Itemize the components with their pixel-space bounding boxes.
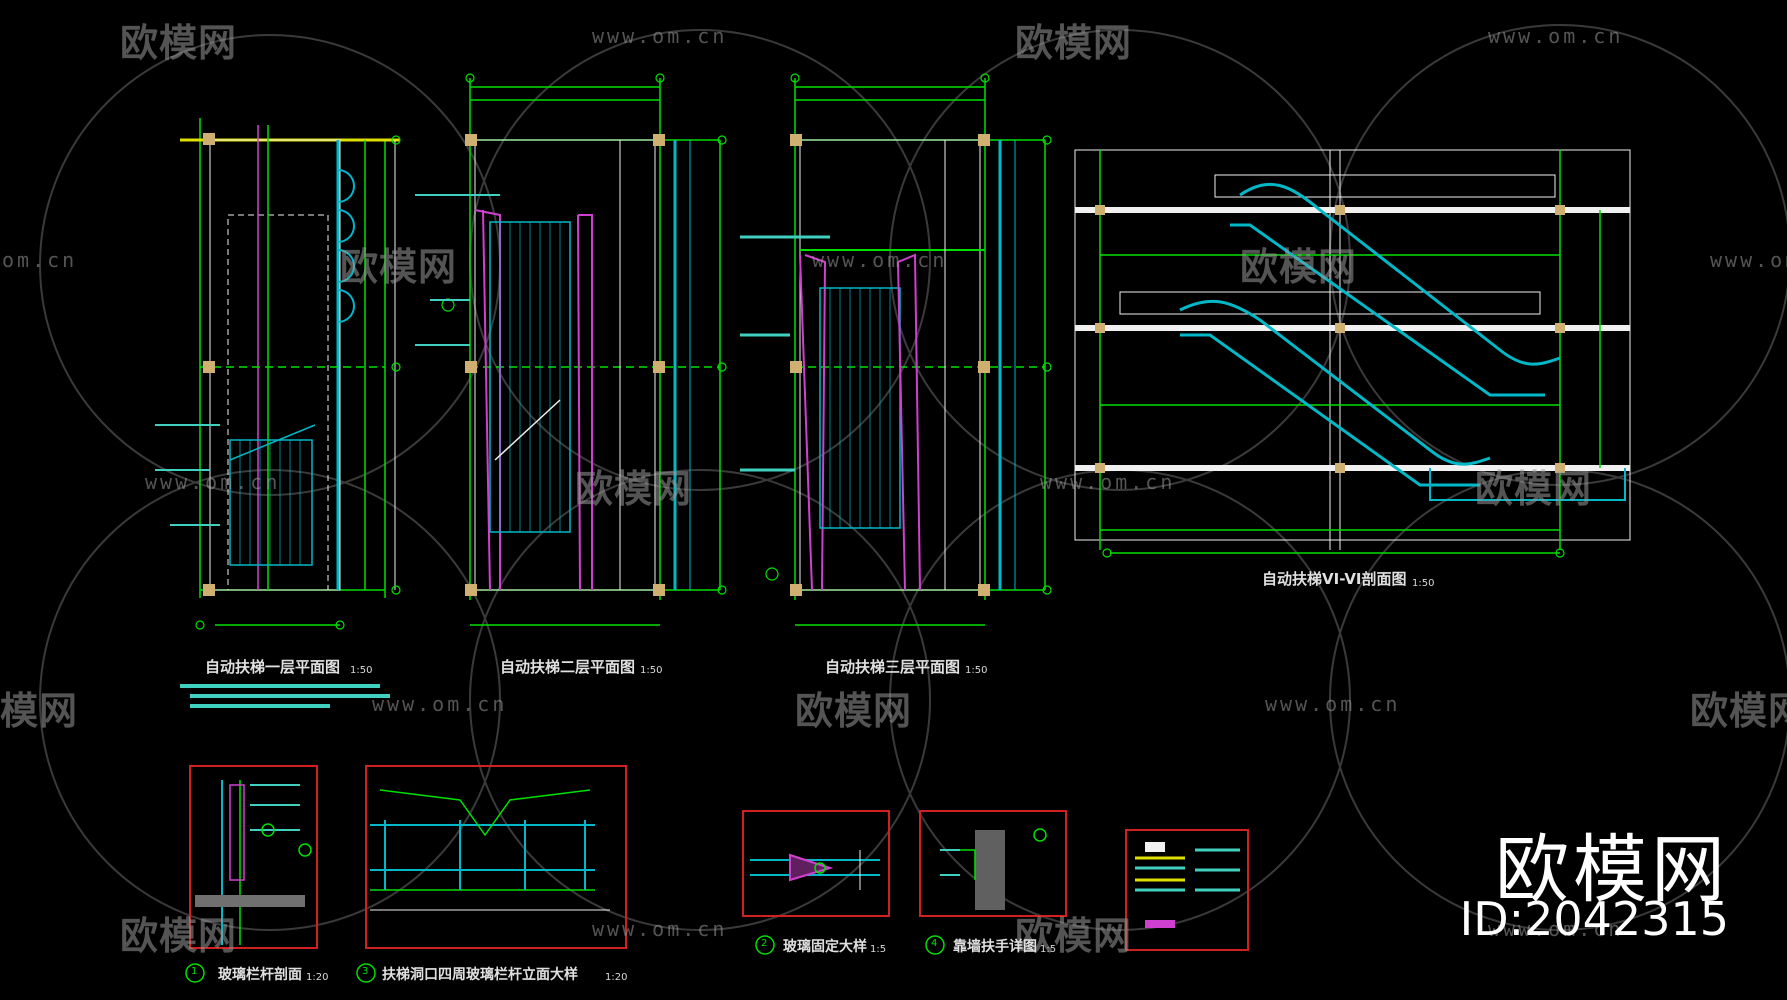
detail-1-number: 1 [191,966,198,977]
section-title: 自动扶梯VI-VI剖面图 [1262,570,1407,588]
section-drawing [1074,149,1631,558]
watermark-logo: 模网 [0,689,79,733]
watermark-url: om.cn [2,248,78,272]
detail-3-number: 2 [761,938,768,949]
watermark-url: www.om.cn [1040,470,1176,494]
section-scale: 1:50 [1412,578,1435,589]
detail-3-title: 玻璃固定大样 [783,939,867,955]
watermark-url: www.om.cn [1488,917,1624,941]
watermark-logo: 欧模网 [1015,21,1133,65]
watermark-logo: 欧模网 [1240,245,1358,289]
watermark-logo: 欧模网 [340,245,458,289]
watermark-url: www.om.cn [1265,692,1401,716]
watermark-logo: 欧模网 [795,689,913,733]
watermark-logo: 欧模网 [120,21,238,65]
detail-2-box [365,765,627,949]
plan-3-scale: 1:50 [965,665,988,676]
watermark-url: www.om.cn [1710,248,1787,272]
watermark-logo: 欧模网 [120,914,238,958]
watermark-url: www.om.cn [145,470,281,494]
detail-3-scale: 1:5 [870,944,887,955]
detail-2-scale: 1:20 [605,972,628,983]
plan-2-title: 自动扶梯二层平面图 [500,658,636,676]
watermark-logo: 欧模网 [575,467,693,511]
plan-3-drawing [740,73,1052,626]
detail-1-scale: 1:20 [306,972,329,983]
detail-2-title: 扶梯洞口四周玻璃栏杆立面大样 [382,967,578,983]
watermark-url: www.om.cn [812,248,948,272]
legend-box [1125,829,1249,951]
detail-1-title: 玻璃栏杆剖面 [218,967,302,983]
watermark-url: www.om.cn [1488,24,1624,48]
detail-2-number: 3 [362,966,369,977]
plan-1-drawing [155,118,401,708]
watermark-url: www.om.cn [372,692,508,716]
detail-3-box [742,810,890,917]
detail-4-title: 靠墙扶手详图 [953,939,1037,955]
plan-1-scale: 1:50 [350,665,373,676]
watermark-logo: 欧模网 [1015,914,1133,958]
detail-number-circles [185,935,945,983]
brand-id: ID:2042315 [1459,892,1729,946]
detail-1-box [189,765,318,949]
plan-3-title: 自动扶梯三层平面图 [825,658,961,676]
plan-2-drawing [415,73,727,626]
watermark-url: www.om.cn [592,24,728,48]
watermark-logo: 欧模网 [1690,689,1787,733]
plan-1-title: 自动扶梯一层平面图 [205,658,341,676]
watermark-logo: 欧模网 [1475,467,1593,511]
detail-4-scale: 1:5 [1040,944,1057,955]
detail-4-number: 4 [931,938,938,949]
plan-2-scale: 1:50 [640,665,663,676]
detail-4-box [919,810,1067,917]
brand-name: 欧模网 [1495,827,1729,913]
watermark-url: www.om.cn [592,917,728,941]
